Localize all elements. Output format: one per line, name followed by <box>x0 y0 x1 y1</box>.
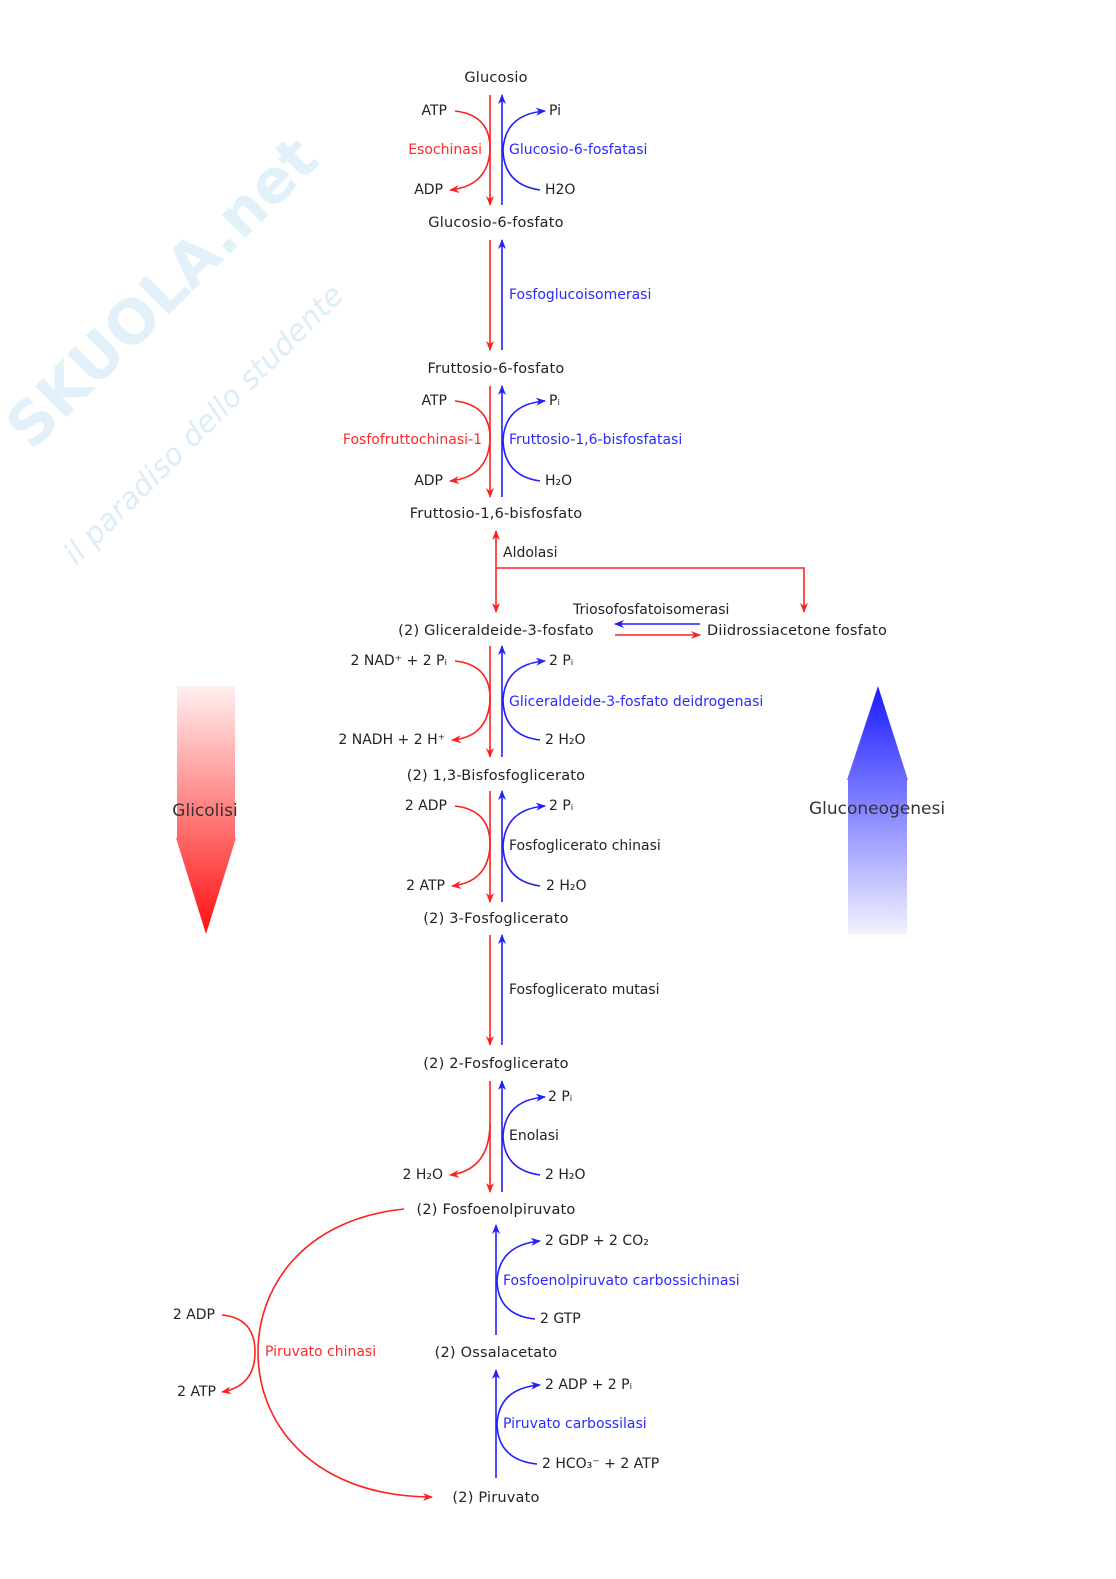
cofactor-curve-blue <box>496 1237 541 1320</box>
cofactor: 2 HCO₃⁻ + 2 ATP <box>542 1456 659 1472</box>
cofactor-curve-blue <box>496 1381 541 1465</box>
gluconeogenesis-arrow <box>847 686 908 934</box>
cofactor: 2 Pᵢ <box>549 798 573 814</box>
cofactor: 2 GTP <box>540 1311 581 1327</box>
cofactor-curve-red <box>449 110 491 194</box>
enzyme-label: Fruttosio-1,6-bisfosfatasi <box>509 432 682 448</box>
metabolite-pep: (2) Fosfoenolpiruvato <box>417 1202 576 1218</box>
cofactor: 2 NAD⁺ + 2 Pᵢ <box>350 653 447 669</box>
metabolite-g6p: Glucosio-6-fosfato <box>428 215 563 231</box>
enzyme-label: Fosfoglucoisomerasi <box>509 287 651 303</box>
enzyme-label: Aldolasi <box>503 545 558 561</box>
cofactor: ATP <box>422 103 447 119</box>
cofactor: 2 Pᵢ <box>548 1089 572 1105</box>
gluconeogenesis-label: Gluconeogenesi <box>809 799 945 819</box>
cofactor: Pᵢ <box>549 393 560 409</box>
metabolite-pyruvate: (2) Piruvato <box>452 1490 539 1506</box>
cofactor: 2 NADH + 2 H⁺ <box>338 732 445 748</box>
enzyme-label: Fosfoglicerato mutasi <box>509 982 660 998</box>
metabolite-3pg: (2) 3-Fosfoglicerato <box>423 911 568 927</box>
glycolysis-label: Glicolisi <box>172 801 237 821</box>
cofactor: ATP <box>422 393 447 409</box>
cofactor: 2 ADP <box>405 798 447 814</box>
cofactor: H2O <box>545 182 575 198</box>
cofactor: ADP <box>414 182 443 198</box>
cofactor-curve-red <box>449 1124 491 1178</box>
cofactor: 2 H₂O <box>545 732 586 748</box>
metabolite-f16bp: Fruttosio-1,6-bisfosfato <box>410 506 583 522</box>
enzyme-label: Triosofosfatoisomerasi <box>572 602 729 618</box>
cofactor: H₂O <box>545 473 572 489</box>
cofactor-curve-blue <box>502 657 546 741</box>
cofactor-curve-red <box>451 805 491 889</box>
metabolite-dhap: Diidrossiacetone fosfato <box>707 623 887 639</box>
enzyme-label: Enolasi <box>509 1128 559 1144</box>
metabolite-13bpg: (2) 1,3-Bisfosfoglicerato <box>407 768 586 784</box>
watermark: SKUOLA.net il paradiso dello studente <box>0 124 351 572</box>
cofactor-curve-blue <box>502 802 546 887</box>
cofactor: 2 ADP <box>173 1307 215 1323</box>
watermark-brand: SKUOLA.net <box>0 124 332 463</box>
enzyme-label: Gliceraldeide-3-fosfato deidrogenasi <box>509 694 763 710</box>
cofactor: 2 H₂O <box>402 1167 443 1183</box>
glycolysis-arrow <box>176 686 236 934</box>
metabolite-2pg: (2) 2-Fosfoglicerato <box>423 1056 568 1072</box>
cofactor: 2 Pᵢ <box>549 653 573 669</box>
arrow-to-dhap <box>496 567 808 613</box>
metabolite-f6p: Fruttosio-6-fosfato <box>428 361 565 377</box>
cofactor: Pi <box>549 103 561 119</box>
cofactor: 2 ATP <box>406 878 445 894</box>
cofactor-curve-blue <box>502 107 546 191</box>
cofactor: 2 H₂O <box>545 1167 586 1183</box>
cofactor: 2 H₂O <box>546 878 587 894</box>
pyruvate-kinase-arrow <box>257 1208 433 1501</box>
enzyme-label: Fosfoenolpiruvato carbossichinasi <box>503 1273 740 1289</box>
cofactor-curve-blue <box>502 397 546 482</box>
enzyme-label: Fosfofruttochinasi-1 <box>343 432 482 448</box>
cofactor: ADP <box>414 473 443 489</box>
cofactor: 2 ADP + 2 Pᵢ <box>545 1377 632 1393</box>
cofactor-curve-red <box>221 1314 256 1395</box>
cofactor: 2 ATP <box>177 1384 216 1400</box>
cofactor-curve-red <box>449 400 491 485</box>
enzyme-label: Piruvato carbossilasi <box>503 1416 647 1432</box>
enzyme-label: Piruvato chinasi <box>265 1344 376 1360</box>
metabolite-gap: (2) Gliceraldeide-3-fosfato <box>398 623 594 639</box>
cofactor-curve-blue <box>502 1093 546 1176</box>
metabolite-oaa: (2) Ossalacetato <box>435 1345 558 1361</box>
enzyme-label: Fosfoglicerato chinasi <box>509 838 661 854</box>
enzyme-label: Glucosio-6-fosfatasi <box>509 142 647 158</box>
cofactor: 2 GDP + 2 CO₂ <box>545 1233 649 1249</box>
metabolite-glucose: Glucosio <box>464 70 527 86</box>
enzyme-label: Esochinasi <box>408 142 482 158</box>
cofactor-curve-red <box>451 660 491 744</box>
